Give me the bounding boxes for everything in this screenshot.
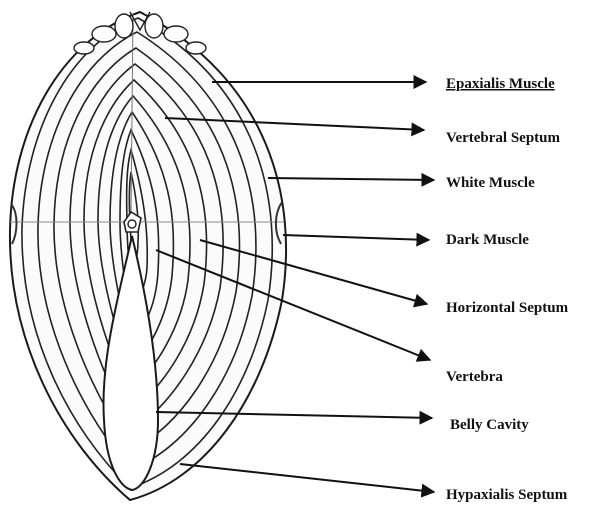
arrow-hypaxialis-septum — [180, 464, 434, 492]
arrow-white-muscle — [268, 178, 434, 180]
label-horizontal-septum: Horizontal Septum — [446, 300, 569, 316]
arrow-dark-muscle — [283, 235, 429, 240]
label-vertebral-septum: Vertebral Septum — [446, 130, 561, 146]
label-belly-cavity: Belly Cavity — [450, 417, 529, 433]
label-dark-muscle: Dark Muscle — [446, 232, 529, 248]
labels: Epaxialis Muscle Vertebral Septum White … — [446, 76, 569, 503]
label-vertebra: Vertebra — [446, 369, 503, 385]
label-hypaxialis-septum: Hypaxialis Septum — [446, 487, 568, 503]
label-white-muscle: White Muscle — [446, 175, 535, 191]
label-epaxialis-muscle: Epaxialis Muscle — [446, 76, 555, 92]
